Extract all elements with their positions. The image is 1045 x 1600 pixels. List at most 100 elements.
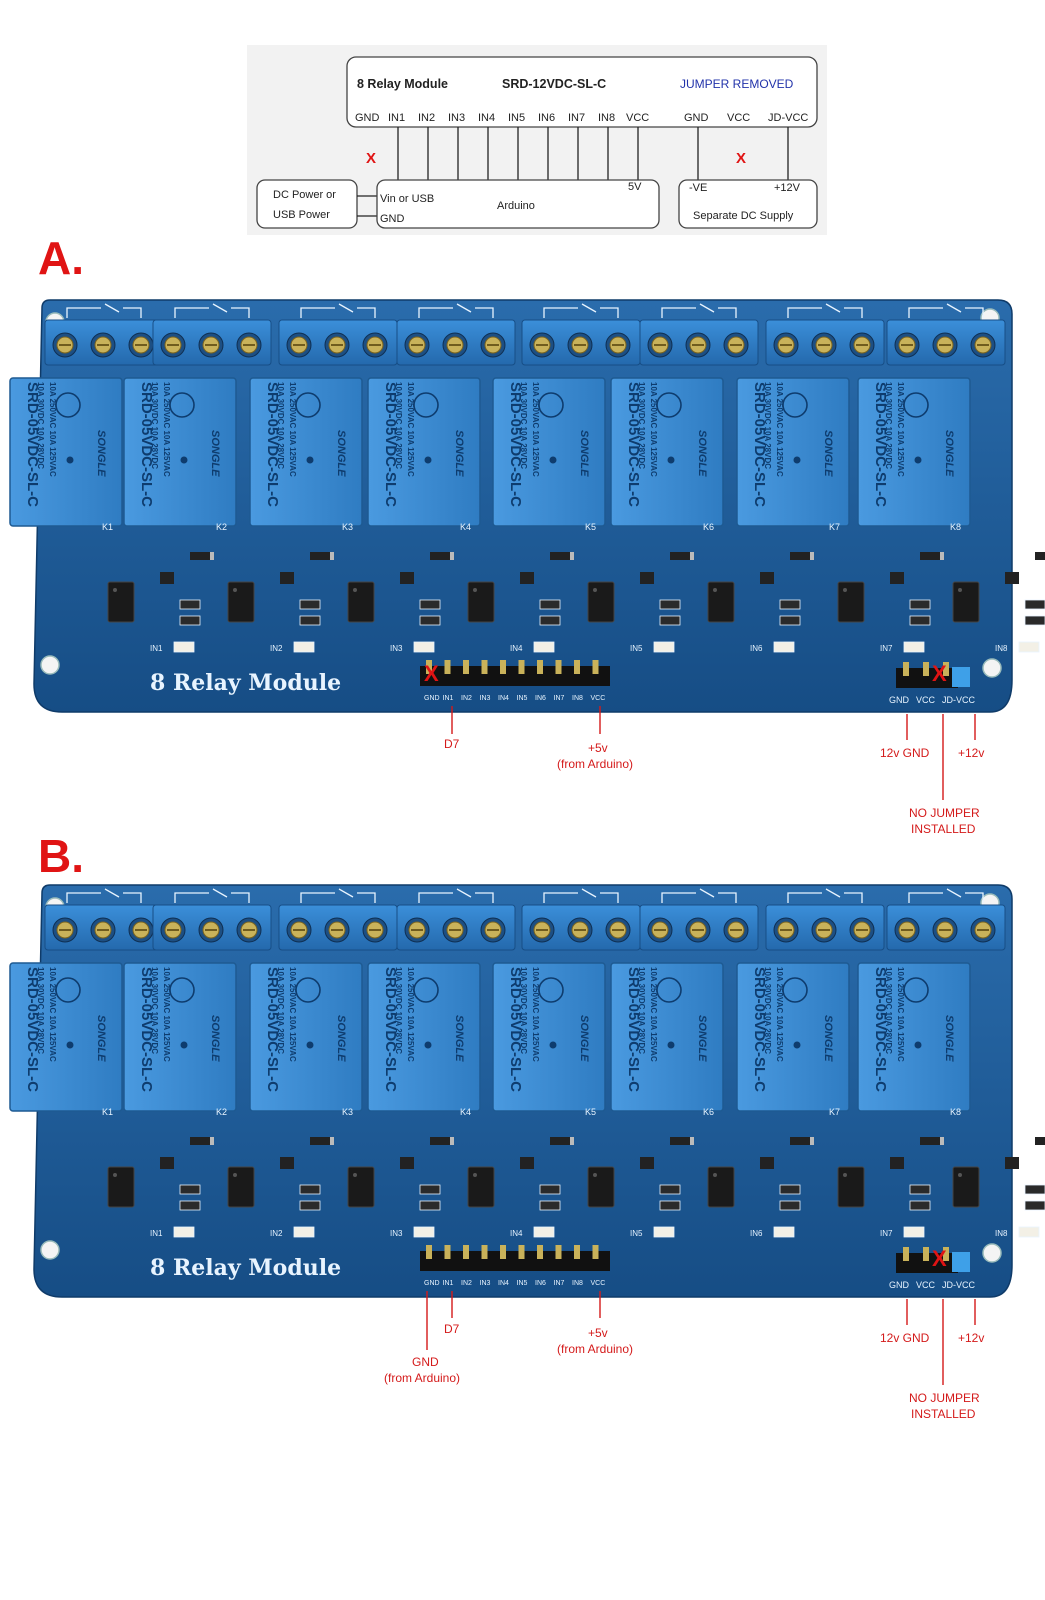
header-pin [592,1245,599,1259]
transistor [400,1157,414,1169]
relay-body [9,377,123,527]
optocoupler [467,1166,495,1208]
diode [1035,1137,1045,1145]
dc-power-line2: USB Power [273,209,330,221]
power-header [896,668,958,688]
b-12v-gnd: 12v GND [880,1331,930,1345]
transistor [160,1157,174,1169]
relay-dot [793,456,801,464]
arduino-5v-label: 5V [628,181,642,193]
relay-contact-symbol [543,303,619,318]
relay-model-text: SRD-05VDC-SL-C [751,967,768,1092]
indicator-led [903,1226,925,1238]
b-plus5-line1: +5v [588,1326,608,1340]
relay-module-box [346,56,818,128]
header-pin-label: IN5 [517,1280,528,1287]
resistor [909,1184,931,1195]
relay-id: K1 [102,522,113,532]
resistor [659,1200,681,1211]
relay-body [123,962,237,1112]
board-title: 8 Relay Module [150,670,341,696]
indicator-led [293,641,315,653]
opto-dot [113,588,117,592]
relay-body [610,962,724,1112]
led-label: IN1 [150,1229,163,1238]
indicator-led [173,1226,195,1238]
relay-rating-text: 10A 250VAC 10A 125VAC [775,967,784,1062]
transistor [280,572,294,584]
diode-band [570,1137,574,1145]
jumper-removed-note: JUMPER REMOVED [680,77,794,91]
header-pin [537,1245,543,1259]
pin-label: GND [684,112,709,124]
jumper-cap-slot [952,1252,970,1272]
cqc-logo [782,392,808,418]
led-label: IN2 [270,1229,283,1238]
relay-brand-print: SONGLE [578,1015,590,1062]
resistor [909,615,931,626]
relay-model-text: SRD-05VDC-SL-C [138,967,155,1092]
diode [920,552,944,560]
relay-brand-print: SONGLE [943,1015,955,1062]
relay-body [123,377,237,527]
resistor [419,1184,441,1195]
header-pin [555,1245,562,1259]
resistor [1024,1200,1045,1211]
relay-rating-text: 10A 30VDC 10A 28VDC [519,382,528,469]
header-pin-label: IN1 [443,1280,454,1287]
resistor [779,1184,801,1195]
relay-dot [306,1041,314,1049]
pin-label: JD-VCC [768,112,808,124]
schematic: 8 Relay Module SRD-12VDC-SL-C JUMPER REM… [247,45,827,235]
power-header-pin [923,1247,929,1261]
dc-power-box [256,179,358,229]
opto-dot [713,1173,717,1177]
relay-model-text: SRD-05VDC-SL-C [382,382,399,507]
relay-contact-symbol [787,888,863,903]
pin-label: IN5 [508,112,525,124]
transistor [160,572,174,584]
relay-brand-text: SONGLE [578,430,590,477]
relay-body [367,377,481,527]
resistor [299,1200,321,1211]
relay-contact-symbol [174,303,250,318]
mounting-hole [40,655,60,675]
indicator-led [413,1226,435,1238]
b-plus5-line2: (from Arduino) [557,1342,633,1356]
relay-model-text: SRD-05VDC-SL-C [872,382,889,507]
relay-dot [914,456,922,464]
optocoupler [837,1166,865,1208]
relay-dot [667,456,675,464]
header-pin [426,660,432,674]
pin-label: IN6 [538,112,555,124]
relay-contact-symbol [66,888,142,903]
relay-dot [306,456,314,464]
diode-band [570,552,574,560]
relay-body [736,377,850,527]
resistor [419,1200,441,1211]
header-pin [444,660,451,674]
relay-brand-text: SONGLE [822,430,834,477]
header-pin [518,1245,525,1259]
relay-brand-print: SONGLE [822,1015,834,1062]
relay-brand-print: SONGLE [943,430,955,477]
mounting-hole [40,1240,60,1260]
indicator-led [173,641,195,653]
relay-dot [424,1041,432,1049]
relay-dot [793,1041,801,1049]
relay-dot [66,456,74,464]
opto-dot [233,588,237,592]
relay-brand-text: SONGLE [453,430,465,477]
relay-brand-print: SONGLE [209,430,221,477]
resistor [659,1184,681,1195]
optocoupler [952,581,980,623]
resistor [1024,615,1045,626]
cqc-logo [903,392,929,418]
module-model: SRD-12VDC-SL-C [502,77,606,91]
relay-dot [914,1041,922,1049]
input-pin-labels: GND IN1 IN2 IN3 IN4 IN5 IN6 IN7 IN8 VCC [355,112,649,124]
